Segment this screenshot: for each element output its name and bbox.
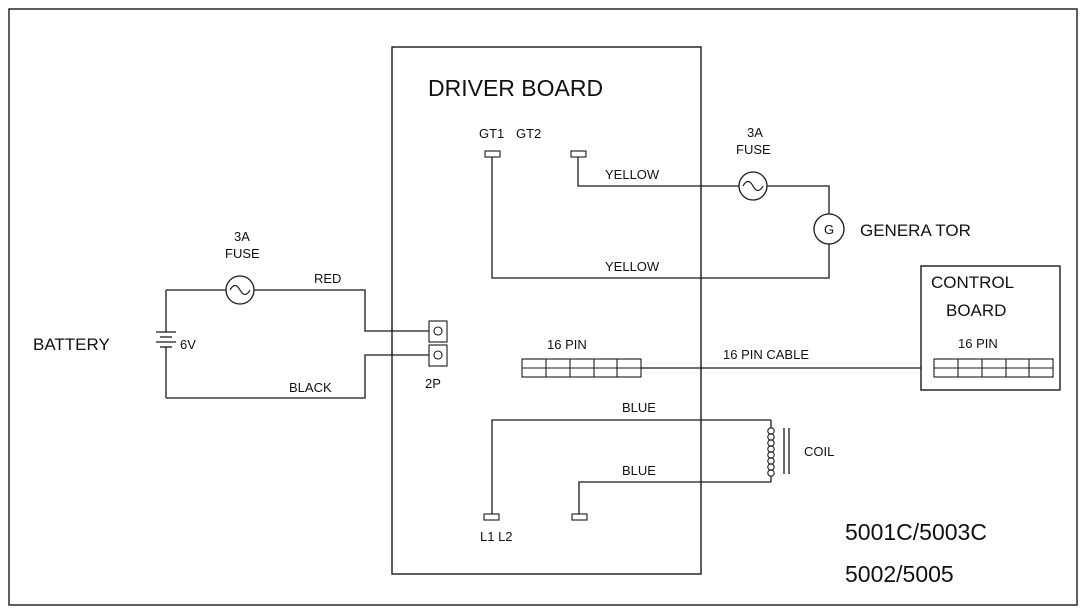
red-wire-label: RED (314, 271, 341, 286)
battery-fuse-name: FUSE (225, 246, 260, 261)
battery-fuse: 3A FUSE (225, 229, 260, 305)
battery-label: BATTERY (33, 335, 110, 354)
coil-label: COIL (804, 444, 834, 459)
model-numbers-line1: 5001C/5003C (845, 519, 987, 545)
connector-2p: 2P (425, 320, 448, 391)
generator-fuse: 3A FUSE (736, 125, 771, 201)
gt2-label: GT2 (516, 126, 541, 141)
16pin-cable-label: 16 PIN CABLE (723, 347, 809, 362)
driver-board-title: DRIVER BOARD (428, 75, 603, 101)
blue-wire-bottom (578, 481, 771, 514)
model-numbers-line2: 5002/5005 (845, 561, 954, 587)
generator-fuse-rating: 3A (747, 125, 763, 140)
gt2-terminal (570, 150, 587, 158)
driver-board-outline (391, 46, 702, 575)
blue-wire-bottom-label: BLUE (622, 463, 656, 478)
driver-16pin-connector: 16 PIN (521, 337, 642, 378)
blue-wire-top (491, 419, 771, 514)
generator-label: GENERA TOR (860, 221, 971, 240)
generator-symbol-letter: G (824, 222, 834, 237)
control-board-title-line1: CONTROL (931, 273, 1014, 292)
connector-2p-pin-bottom (428, 344, 448, 367)
yellow-wire-top-label: YELLOW (605, 167, 660, 182)
control-board-16pin-label: 16 PIN (958, 336, 998, 351)
battery: BATTERY 6V (33, 290, 196, 398)
black-wire (166, 354, 429, 399)
coil-terminals-label: L1 L2 (480, 529, 513, 544)
coil: COIL (767, 420, 834, 482)
control-board: CONTROL BOARD 16 PIN (920, 265, 1061, 391)
outer-frame (8, 8, 1078, 606)
battery-fuse-rating: 3A (234, 229, 250, 244)
gt1-terminal (484, 150, 501, 158)
yellow-wire-bottom-label: YELLOW (605, 259, 660, 274)
black-wire-label: BLACK (289, 380, 332, 395)
yellow-wire-top (577, 157, 739, 187)
battery-voltage: 6V (180, 337, 196, 352)
driver-board: DRIVER BOARD GT1 GT2 L1 L2 (391, 46, 702, 575)
gt1-label: GT1 (479, 126, 504, 141)
connector-2p-label: 2P (425, 376, 441, 391)
yellow-wire-bottom (491, 157, 830, 279)
l1-terminal (483, 513, 500, 521)
connector-2p-pin-top (428, 320, 448, 343)
control-board-title-line2: BOARD (946, 301, 1006, 320)
driver-16pin-label: 16 PIN (547, 337, 587, 352)
generator: G GENERA TOR (813, 213, 971, 245)
l2-terminal (571, 513, 588, 521)
blue-wire-top-label: BLUE (622, 400, 656, 415)
generator-fuse-name: FUSE (736, 142, 771, 157)
